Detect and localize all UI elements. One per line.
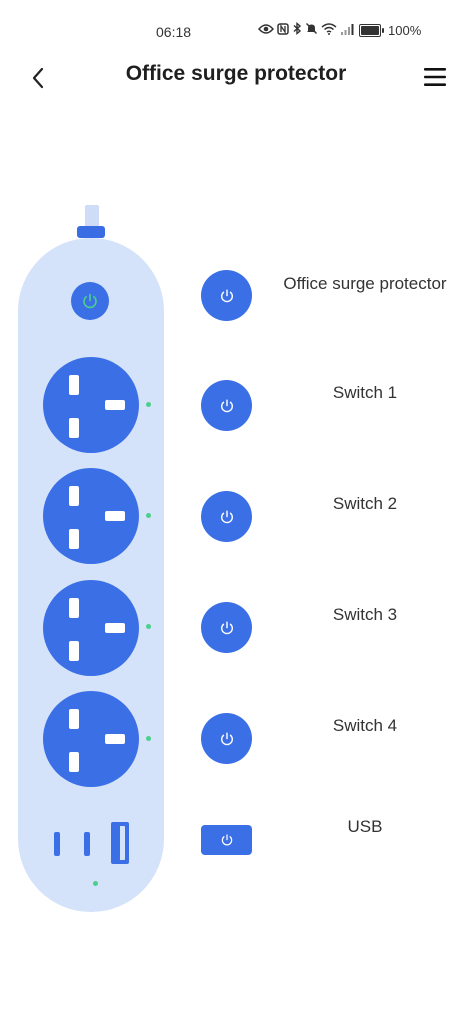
usb-a-port-inner	[115, 826, 125, 860]
socket-1	[43, 357, 139, 453]
socket-pin	[69, 418, 79, 438]
power-icon	[220, 510, 233, 523]
usb-c-port-2	[84, 832, 90, 856]
page-title: Office surge protector	[125, 62, 347, 85]
switch-2-label: Switch 2	[332, 494, 398, 513]
usb-a-port-tongue	[115, 826, 120, 860]
signal-icon	[340, 23, 354, 38]
socket-pin	[105, 623, 125, 633]
mute-icon	[305, 22, 318, 38]
socket-pin	[69, 598, 79, 618]
switch-1-label: Switch 1	[332, 383, 398, 402]
power-icon	[220, 621, 233, 634]
socket-pin	[69, 375, 79, 395]
switch-4-label: Switch 4	[332, 716, 398, 735]
bluetooth-icon	[292, 22, 302, 38]
eye-icon	[258, 23, 274, 38]
switch-4-button[interactable]	[201, 713, 252, 764]
plug-cap	[77, 226, 105, 238]
socket-pin	[69, 752, 79, 772]
socket-pin	[69, 709, 79, 729]
socket-2-led	[146, 513, 151, 518]
master-power-button[interactable]	[201, 270, 252, 321]
status-time: 06:18	[156, 24, 192, 40]
socket-3	[43, 580, 139, 676]
socket-pin	[105, 734, 125, 744]
socket-pin	[69, 486, 79, 506]
power-icon	[220, 732, 233, 745]
switch-3-label: Switch 3	[332, 605, 398, 624]
back-button[interactable]	[22, 60, 54, 96]
power-icon	[220, 289, 233, 302]
wifi-icon	[321, 22, 337, 38]
socket-pin	[105, 400, 125, 410]
switch-3-button[interactable]	[201, 602, 252, 653]
switch-1-button[interactable]	[201, 380, 252, 431]
socket-pin	[69, 529, 79, 549]
battery-text: 100%	[388, 22, 422, 38]
master-power-label: Office surge protector	[283, 274, 447, 293]
power-strip-body	[18, 238, 164, 912]
socket-pin	[69, 641, 79, 661]
menu-button[interactable]	[420, 62, 450, 92]
socket-4	[43, 691, 139, 787]
power-icon	[221, 834, 232, 846]
power-icon	[83, 293, 97, 309]
status-icons: 100%	[258, 22, 421, 38]
usb-label: USB	[347, 817, 383, 836]
plug-cable	[85, 205, 99, 229]
usb-a-port	[111, 822, 129, 864]
battery-icon	[359, 23, 384, 37]
switch-2-button[interactable]	[201, 491, 252, 542]
power-icon	[220, 399, 233, 412]
socket-2	[43, 468, 139, 564]
socket-3-led	[146, 624, 151, 629]
usb-power-button[interactable]	[201, 825, 252, 855]
socket-1-led	[146, 402, 151, 407]
hamburger-menu-icon	[424, 68, 446, 86]
socket-pin	[105, 511, 125, 521]
socket-4-led	[146, 736, 151, 741]
nfc-icon	[277, 22, 289, 38]
chevron-left-icon	[32, 67, 44, 89]
usb-led	[93, 881, 98, 886]
strip-master-power-indicator	[71, 282, 109, 320]
usb-c-port-1	[54, 832, 60, 856]
